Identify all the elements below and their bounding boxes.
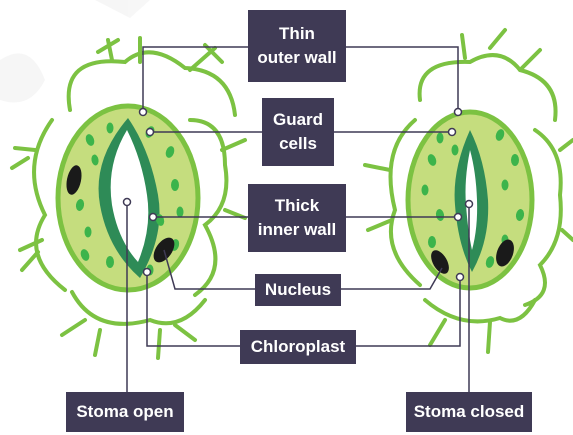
label-thick-inner-wall-line2: inner wall — [258, 218, 336, 242]
label-guard-cells-line2: cells — [279, 132, 317, 156]
label-thick-inner-wall: Thick inner wall — [248, 184, 346, 252]
label-thin-outer-wall-line1: Thin — [279, 22, 315, 46]
label-chloroplast: Chloroplast — [240, 330, 356, 364]
watermark — [0, 0, 150, 103]
label-nucleus: Nucleus — [255, 274, 341, 306]
label-stoma-open: Stoma open — [66, 392, 184, 432]
label-guard-cells: Guard cells — [262, 98, 334, 166]
label-stoma-closed: Stoma closed — [406, 392, 532, 432]
label-thin-outer-wall: Thin outer wall — [248, 10, 346, 82]
stoma-open-cell-group — [12, 38, 245, 358]
label-thick-inner-wall-line1: Thick — [275, 194, 319, 218]
label-guard-cells-line1: Guard — [273, 108, 323, 132]
label-thin-outer-wall-line2: outer wall — [257, 46, 336, 70]
